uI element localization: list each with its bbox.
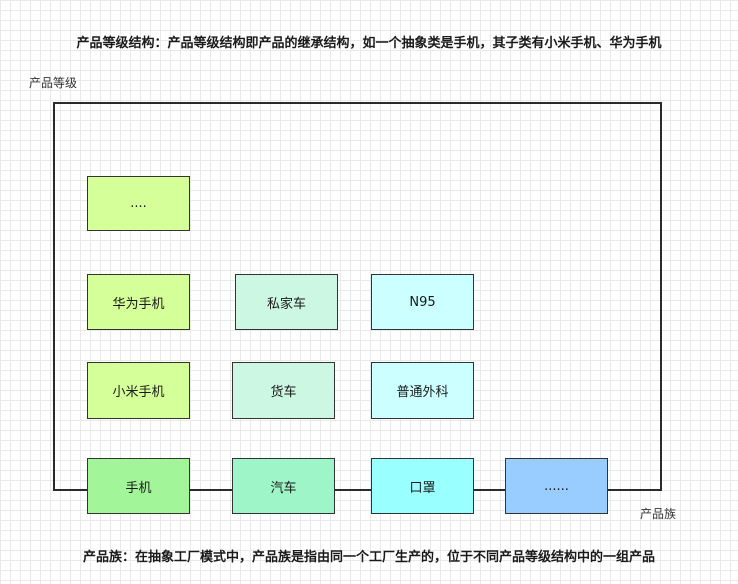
mask-box[interactable]: 口罩 bbox=[371, 458, 474, 514]
phone-box[interactable]: 手机 bbox=[87, 458, 190, 514]
car-box[interactable]: 汽车 bbox=[232, 458, 335, 514]
product-family-axis-line bbox=[53, 489, 662, 491]
surgical-mask-box[interactable]: 普通外科 bbox=[371, 362, 474, 419]
diagram-frame bbox=[53, 102, 662, 490]
product-level-definition-title: 产品等级结构：产品等级结构即产品的继承结构，如一个抽象类是手机，其子类有小米手机… bbox=[76, 36, 662, 51]
product-family-axis-label: 产品族 bbox=[640, 507, 677, 521]
truck-box[interactable]: 货车 bbox=[232, 362, 335, 419]
n95-box[interactable]: N95 bbox=[371, 274, 474, 330]
huawei-phone-box[interactable]: 华为手机 bbox=[87, 274, 190, 330]
phone-more-box[interactable]: .... bbox=[87, 176, 190, 231]
etc-box[interactable]: ...... bbox=[505, 458, 608, 514]
xiaomi-phone-box[interactable]: 小米手机 bbox=[87, 362, 190, 419]
product-level-axis-label: 产品等级 bbox=[29, 76, 78, 90]
product-family-definition-title: 产品族：在抽象工厂模式中，产品族是指由同一个工厂生产的，位于不同产品等级结构中的… bbox=[82, 550, 655, 565]
private-car-box[interactable]: 私家车 bbox=[235, 274, 338, 330]
